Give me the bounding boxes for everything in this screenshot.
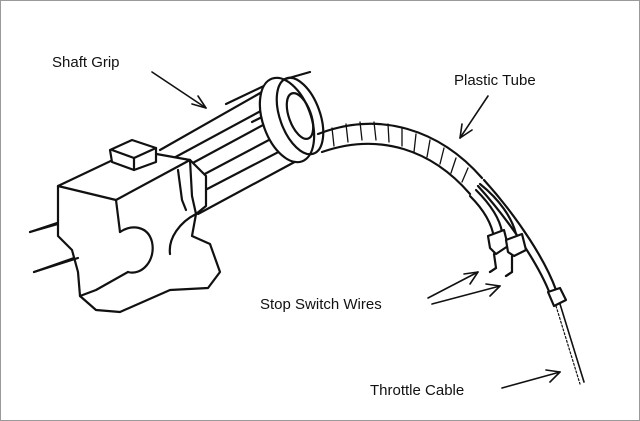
arrow-shaft-grip: [151, 71, 207, 109]
label-stop-switch-wires: Stop Switch Wires: [260, 296, 382, 313]
arrow-stop-switch-wire-1: [427, 271, 479, 299]
label-throttle-cable: Throttle Cable: [370, 382, 465, 399]
label-shaft-grip: Shaft Grip: [52, 54, 120, 71]
arrow-plastic-tube: [459, 95, 489, 139]
arrow-stop-switch-wire-2: [431, 283, 501, 305]
label-plastic-tube: Plastic Tube: [454, 72, 536, 89]
wires-and-cable: [468, 178, 585, 385]
plastic-tube: [316, 121, 484, 196]
arrow-throttle-cable: [501, 369, 561, 389]
leader-arrows: [151, 71, 561, 389]
throttle-housing: [28, 138, 222, 314]
